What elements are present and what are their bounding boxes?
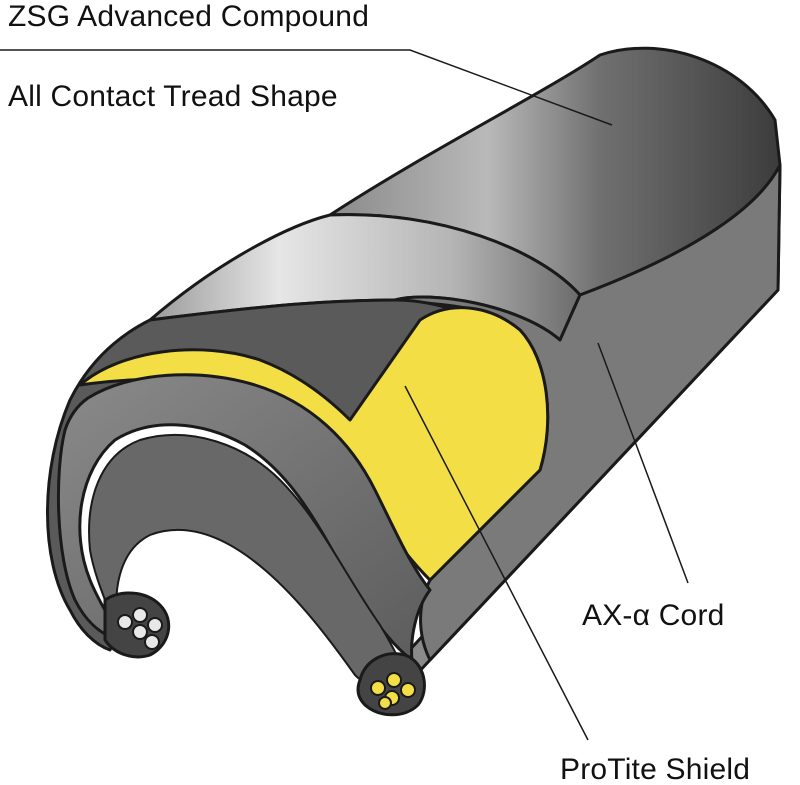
interior-floor — [88, 433, 411, 693]
label-ax-alpha-cord: AX-α Cord — [582, 599, 725, 632]
leader-line-protite — [404, 385, 589, 741]
label-zsg-advanced-compound: ZSG Advanced Compound — [8, 0, 370, 33]
left-bead — [103, 591, 171, 659]
right-bead — [356, 652, 426, 717]
label-all-contact-tread-shape: All Contact Tread Shape — [8, 80, 338, 113]
leader-lines — [0, 49, 689, 741]
label-protite-shield: ProTite Shield — [560, 753, 751, 785]
leader-line-zsg — [0, 49, 613, 126]
leader-line-ax-cord — [597, 342, 689, 584]
inner-liner — [56, 373, 432, 662]
